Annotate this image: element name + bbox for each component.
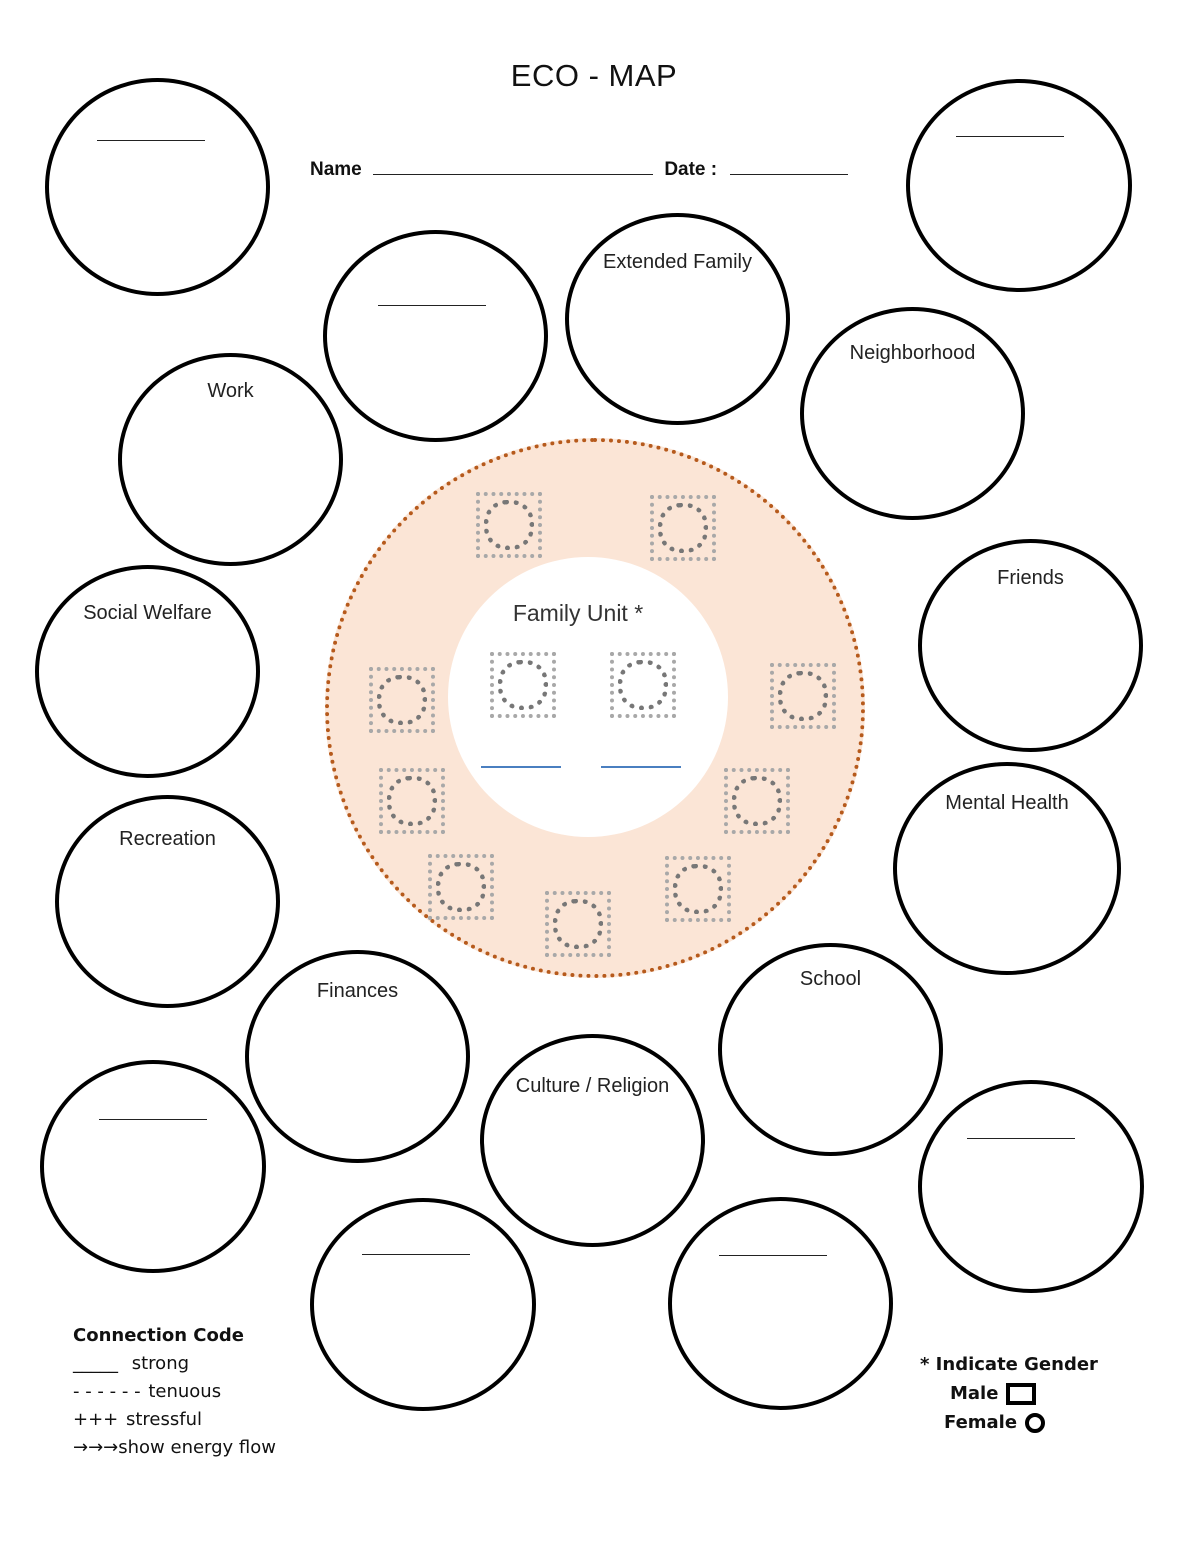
household-member-placeholder[interactable] — [650, 495, 716, 561]
family-member-name-line[interactable] — [601, 766, 681, 768]
circle-label-finances: Finances — [316, 980, 399, 1002]
legend-item-strong: _____ strong — [73, 1350, 276, 1378]
connection-code-legend: Connection Code _____ strong - - - - - -… — [73, 1322, 276, 1462]
legend-symbol: _____ — [73, 1353, 118, 1374]
date-field[interactable] — [730, 156, 849, 175]
circle-extended-family[interactable]: Extended Family — [565, 213, 790, 425]
circle-school[interactable]: School — [718, 943, 943, 1156]
blank-label-line[interactable] — [956, 136, 1064, 137]
circle-mental-health[interactable]: Mental Health — [893, 762, 1121, 975]
circle-label-work: Work — [207, 380, 254, 402]
gender-key-male: Male — [920, 1379, 1098, 1408]
page-title: ECO - MAP — [510, 58, 678, 93]
household-member-placeholder[interactable] — [428, 854, 494, 920]
name-label: Name — [310, 159, 362, 180]
family-unit-label: Family Unit * — [512, 600, 644, 626]
legend-item-energy-flow: →→→show energy flow — [73, 1434, 276, 1462]
blank-label-line[interactable] — [967, 1138, 1075, 1139]
legend-symbol: - - - - - - — [73, 1381, 141, 1402]
male-label: Male — [950, 1383, 999, 1404]
legend-symbol: →→→ — [73, 1437, 119, 1458]
circle-label-friends: Friends — [997, 567, 1064, 589]
circle-work[interactable]: Work — [118, 353, 343, 566]
blank-circle-bottom-left[interactable] — [310, 1198, 536, 1411]
female-label: Female — [944, 1412, 1018, 1433]
circle-culture-religion[interactable]: Culture / Religion — [480, 1034, 705, 1247]
gender-key: * Indicate Gender Male Female — [920, 1350, 1098, 1437]
circle-neighborhood[interactable]: Neighborhood — [800, 307, 1025, 520]
family-member-placeholder[interactable] — [610, 652, 676, 718]
square-icon — [1006, 1383, 1037, 1405]
circle-label-mental-health: Mental Health — [945, 792, 1069, 814]
circle-label-social-welfare: Social Welfare — [83, 602, 212, 624]
household-member-placeholder[interactable] — [665, 856, 731, 922]
name-field[interactable] — [373, 156, 654, 175]
legend-label: show energy flow — [118, 1437, 277, 1458]
gender-key-female: Female — [920, 1408, 1098, 1437]
legend-symbol: +++ — [73, 1409, 119, 1430]
blank-label-line[interactable] — [378, 305, 486, 306]
blank-circle-top-left[interactable] — [45, 78, 270, 296]
household-member-placeholder[interactable] — [724, 768, 790, 834]
circle-recreation[interactable]: Recreation — [55, 795, 280, 1008]
legend-label: strong — [131, 1353, 190, 1374]
blank-circle-bottom-right[interactable] — [668, 1197, 893, 1410]
circle-social-welfare[interactable]: Social Welfare — [35, 565, 260, 778]
legend-item-stressful: +++ stressful — [73, 1406, 276, 1434]
blank-circle-upper-center[interactable] — [323, 230, 548, 442]
blank-circle-lower-left[interactable] — [40, 1060, 266, 1273]
circle-label-recreation: Recreation — [119, 828, 216, 850]
blank-circle-top-right[interactable] — [906, 79, 1132, 292]
name-date-row: Name Date : — [310, 156, 849, 181]
gender-key-heading: * Indicate Gender — [920, 1354, 1098, 1375]
household-member-placeholder[interactable] — [545, 891, 611, 957]
household-member-placeholder[interactable] — [369, 667, 435, 733]
household-member-placeholder[interactable] — [379, 768, 445, 834]
circle-label-school: School — [799, 968, 862, 990]
family-unit-circle — [448, 557, 728, 837]
household-member-placeholder[interactable] — [476, 492, 542, 558]
blank-label-line[interactable] — [719, 1255, 827, 1256]
blank-label-line[interactable] — [97, 140, 205, 141]
legend-label: stressful — [125, 1409, 203, 1430]
circle-label-culture-religion: Culture / Religion — [515, 1075, 670, 1097]
circle-friends[interactable]: Friends — [918, 539, 1143, 752]
legend-heading: Connection Code — [73, 1325, 244, 1346]
legend-item-tenuous: - - - - - - tenuous — [73, 1378, 276, 1406]
blank-label-line[interactable] — [362, 1254, 470, 1255]
date-label: Date : — [664, 159, 718, 180]
household-member-placeholder[interactable] — [770, 663, 836, 729]
circle-icon — [1025, 1413, 1046, 1433]
blank-label-line[interactable] — [99, 1119, 207, 1120]
family-member-placeholder[interactable] — [490, 652, 556, 718]
circle-label-extended-family: Extended Family — [603, 251, 752, 273]
legend-label: tenuous — [148, 1381, 222, 1402]
family-member-name-line[interactable] — [481, 766, 561, 768]
circle-finances[interactable]: Finances — [245, 950, 470, 1163]
circle-label-neighborhood: Neighborhood — [849, 342, 976, 364]
blank-circle-lower-right[interactable] — [918, 1080, 1144, 1293]
